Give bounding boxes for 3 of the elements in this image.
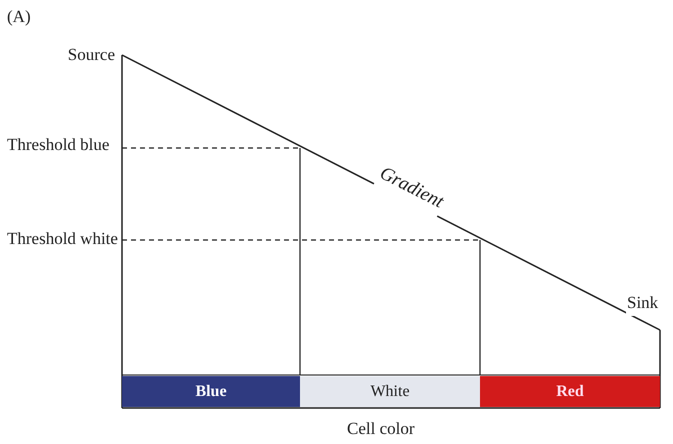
color-bar: Red xyxy=(480,376,660,407)
color-bar: Blue xyxy=(122,376,300,407)
color-bar: White xyxy=(300,376,480,407)
